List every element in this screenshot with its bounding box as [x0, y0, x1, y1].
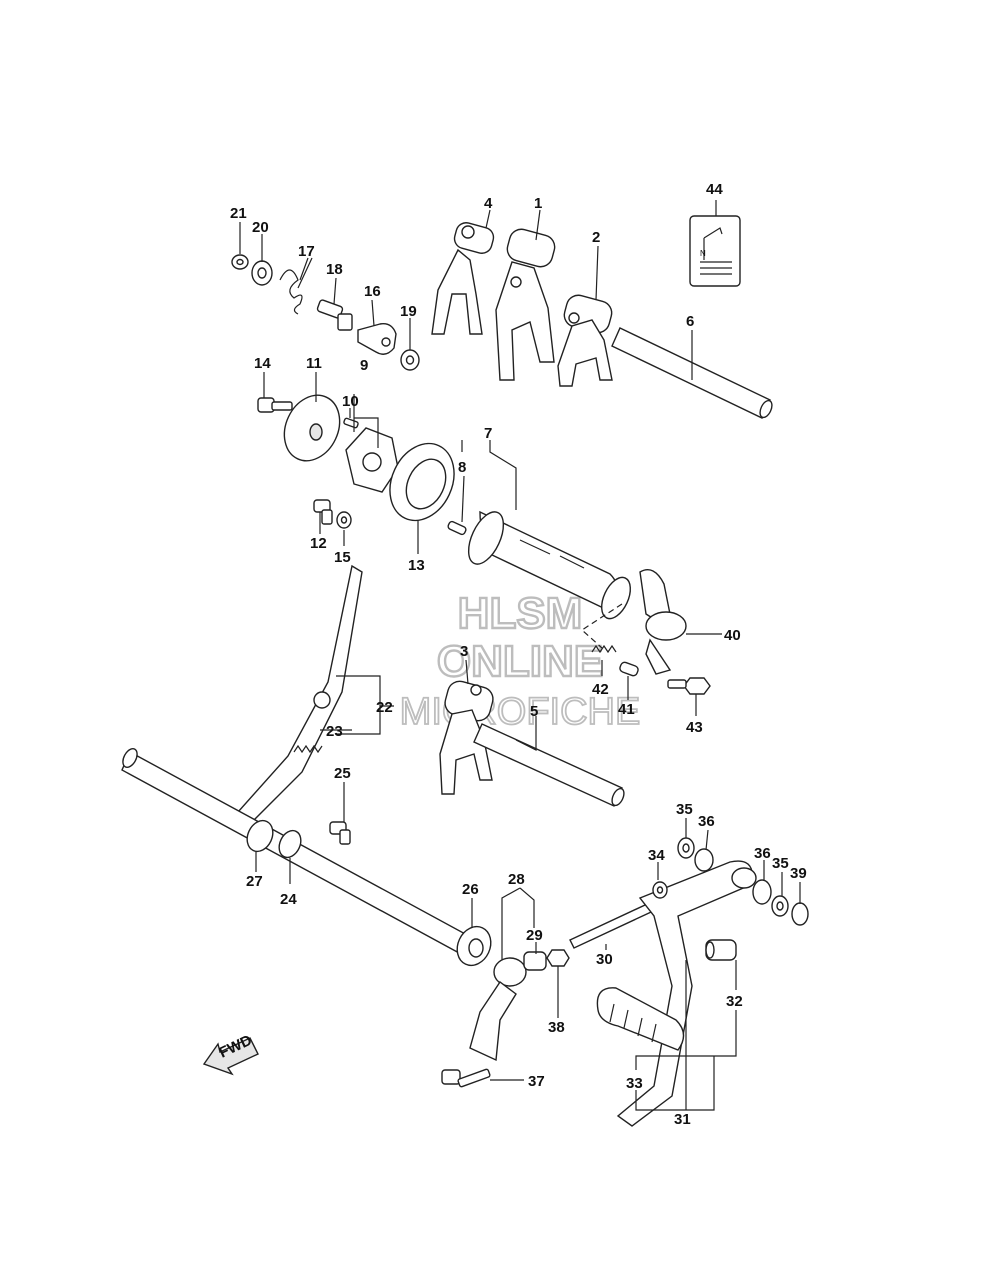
callout-43: 43 — [686, 719, 703, 736]
callout-6: 6 — [686, 313, 694, 330]
callout-32: 32 — [726, 993, 743, 1010]
callout-20: 20 — [252, 219, 269, 236]
part-6-shift-fork-shaft — [611, 327, 773, 419]
callout-19: 19 — [400, 303, 417, 320]
callout-14: 14 — [254, 355, 271, 372]
cam-switch-dashed-link — [581, 603, 623, 649]
callout-7: 7 — [484, 425, 492, 442]
callout-4: 4 — [484, 195, 493, 212]
part-36-oring-b — [752, 879, 772, 905]
callout-16: 16 — [364, 283, 381, 300]
callout-30: 30 — [596, 951, 613, 968]
part-33-footrest-rubber — [596, 987, 685, 1051]
part-1-shift-fork — [495, 228, 556, 381]
part-23-spring — [293, 744, 323, 754]
part-5-shift-fork-shaft — [473, 723, 625, 807]
callout-8: 8 — [458, 459, 466, 476]
callout-18: 18 — [326, 261, 343, 278]
callout-labels: 1 2 3 4 5 6 7 8 9 10 11 12 13 14 15 16 1… — [230, 181, 807, 1128]
sticker-mark: N — [700, 249, 706, 258]
callout-28: 28 — [508, 871, 525, 888]
part-19-washer — [400, 349, 420, 371]
part-35-washer — [677, 837, 695, 859]
part-18-bolt — [316, 299, 353, 331]
part-13-bearing — [389, 442, 455, 522]
part-35-washer-b — [771, 895, 789, 917]
callout-29: 29 — [526, 927, 543, 944]
part-16-stopper-plate — [357, 323, 397, 355]
callout-1: 1 — [534, 195, 542, 212]
callout-24: 24 — [280, 891, 297, 908]
part-14-bolt — [257, 397, 293, 413]
part-36-oring — [694, 848, 714, 872]
part-27-oil-seal — [246, 819, 274, 853]
part-38-nut — [546, 949, 570, 967]
callout-42: 42 — [592, 681, 609, 698]
callout-33: 33 — [626, 1075, 643, 1092]
part-12-bolt — [313, 499, 333, 525]
callout-36: 36 — [698, 813, 715, 830]
callout-35b: 35 — [772, 855, 789, 872]
callout-39: 39 — [790, 865, 807, 882]
callout-10: 10 — [342, 393, 359, 410]
callout-5: 5 — [530, 703, 538, 720]
part-32-pivot-bolt — [705, 939, 737, 961]
part-8-pin — [447, 520, 467, 536]
callout-13: 13 — [408, 557, 425, 574]
part-29-joint — [523, 951, 547, 971]
part-21-washer — [231, 254, 249, 270]
callout-37: 37 — [528, 1073, 545, 1090]
part-24-collar — [278, 829, 302, 859]
callout-15: 15 — [334, 549, 351, 566]
callout-11: 11 — [306, 355, 322, 372]
part-44-shift-pattern-sticker: N — [689, 215, 741, 287]
callout-27: 27 — [246, 873, 263, 890]
part-43-bolt — [667, 677, 711, 695]
callout-26: 26 — [462, 881, 479, 898]
part-9-cam-guide — [345, 427, 399, 493]
part-37-bolt — [441, 1068, 491, 1088]
callout-40: 40 — [724, 627, 741, 644]
part-40-gear-position-switch — [639, 569, 687, 675]
callout-35: 35 — [676, 801, 693, 818]
callout-3: 3 — [460, 643, 468, 660]
part-28-gearshift-lever-arm — [469, 957, 527, 1062]
part-17-spring — [279, 257, 313, 315]
callout-9: 9 — [360, 357, 368, 374]
callout-12: 12 — [310, 535, 327, 552]
callout-34: 34 — [648, 847, 665, 864]
part-24-gearshift-shaft — [121, 748, 481, 961]
watermark-line3: MICROFICHE — [400, 691, 641, 733]
leader-lines — [239, 200, 801, 1111]
part-25-bolt — [329, 821, 351, 845]
callout-31: 31 — [674, 1111, 691, 1128]
part-26-bearing — [456, 925, 492, 967]
callout-21: 21 — [230, 205, 247, 222]
callout-44: 44 — [706, 181, 723, 198]
callout-38: 38 — [548, 1019, 565, 1036]
callout-23: 23 — [326, 723, 343, 740]
callout-41: 41 — [618, 701, 635, 718]
part-4-shift-fork — [431, 222, 495, 335]
part-10-pin — [343, 417, 359, 429]
part-15-washer — [336, 511, 352, 529]
part-42-spring — [591, 644, 617, 654]
callout-2: 2 — [592, 229, 600, 246]
part-20-washer — [251, 260, 273, 286]
watermark-line2: ONLINE — [437, 637, 603, 686]
part-39-circlip — [791, 902, 809, 926]
callout-25: 25 — [334, 765, 351, 782]
part-7-shift-cam — [467, 510, 632, 620]
fwd-arrow-icon: FWD — [202, 1032, 259, 1076]
part-11-plate — [283, 394, 341, 462]
callout-36b: 36 — [754, 845, 771, 862]
watermark: HLSM ONLINE MICROFICHE — [399, 588, 641, 734]
callout-17: 17 — [298, 243, 315, 260]
part-41-pin — [619, 661, 639, 677]
watermark-line1: HLSM — [458, 589, 583, 638]
part-2-shift-fork — [557, 294, 613, 387]
callout-22: 22 — [376, 699, 393, 716]
part-34-washer — [652, 881, 668, 899]
